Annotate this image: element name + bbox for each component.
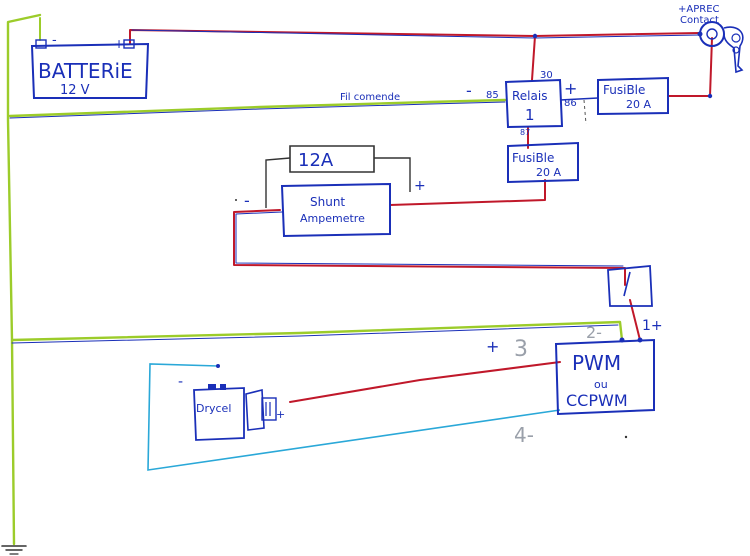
shunt-plus-sign: + <box>414 178 426 194</box>
relay30-wire <box>531 35 536 81</box>
pwm-terminal-2: 2- <box>586 323 602 342</box>
drycel-name: Drycel <box>196 402 231 415</box>
drycel-plus-sign: + <box>276 408 285 421</box>
pwm-terminal-3: 3 <box>514 337 528 362</box>
drycel-return-wire <box>147 363 561 471</box>
pwm-line3: CCPWM <box>566 391 628 410</box>
ammeter-shunt: 12A Shunt Ampemetre - + <box>244 145 426 238</box>
battery-neg-terminal <box>35 39 47 49</box>
switch-lever <box>623 271 631 297</box>
relay-pin-87: 87 <box>520 128 530 137</box>
fuse-top-rating: 20 A <box>626 98 651 111</box>
battery-voltage: 12 V <box>60 83 90 98</box>
pwm-ground-wire <box>10 320 624 342</box>
ground-main-wire <box>6 13 42 546</box>
battery-label: BATTERiE <box>38 59 133 83</box>
fuse-to-shunt-wire <box>389 179 546 206</box>
key-switch: +APREC Contact <box>678 4 744 74</box>
relay85-ground-wire <box>8 98 507 118</box>
shunt-minus-sign: - <box>244 191 250 210</box>
relay-number: 1 <box>525 106 535 124</box>
relay-pin-85: 85 <box>486 90 499 101</box>
key-to-fuse-wire <box>667 37 713 97</box>
fuse-top-name: FusiBle <box>603 83 645 97</box>
key-label-line2: Contact <box>680 15 719 26</box>
battery: - + BATTERiE 12 V <box>30 33 150 99</box>
relay-pin-30: 30 <box>540 70 553 81</box>
fuse-mid-name: FusiBle <box>512 151 554 165</box>
relay85-ground-wire-blue <box>9 101 506 119</box>
relay-pin-86: 86 <box>564 98 577 109</box>
fuse-mid: FusiBle 20 A <box>507 141 579 184</box>
drycel: Drycel - + <box>178 364 285 441</box>
relay-minus-sign: - <box>466 81 472 100</box>
pwm-terminal-1: 1+ <box>642 318 663 334</box>
relay-plus-sign: + <box>564 79 577 98</box>
ground-wires <box>1 13 624 555</box>
fuse-top: FusiBle 20 A <box>597 76 669 116</box>
battery-pos-wire <box>129 29 701 45</box>
drycel-connector <box>245 388 265 431</box>
key-label-line1: +APREC <box>678 4 720 15</box>
pwm-line2: ou <box>594 378 608 391</box>
pwm-line1: PWM <box>572 351 621 375</box>
shunt-line2: Ampemetre <box>300 212 365 225</box>
pwm-module: PWM ou CCPWM 1+ 2- + 3 4- <box>486 318 663 447</box>
relay-name: Relais <box>512 89 547 103</box>
battery-neg-sign: - <box>52 33 57 48</box>
fuse-mid-rating: 20 A <box>536 166 561 179</box>
shunt-to-switch-wire <box>233 209 626 286</box>
pwm-terminal-3-plus: + <box>486 337 499 356</box>
control-wire-label: Fil comende <box>340 92 400 103</box>
shunt-to-switch-wire-blue <box>235 211 624 267</box>
ammeter-label: 12A <box>298 150 334 171</box>
battery-pos-terminal <box>123 39 135 49</box>
pwm-terminal-4: 4- <box>514 423 534 447</box>
pwm-to-drycel-wire <box>289 361 561 403</box>
relay: Fil comende Relais 1 30 85 86 87 - + <box>340 33 713 137</box>
drycel-minus-sign: - <box>178 374 183 390</box>
battery-pos-sign: + <box>114 37 124 51</box>
shunt-line1: Shunt <box>310 195 345 209</box>
pwm-ground-wire-blue <box>11 324 619 344</box>
